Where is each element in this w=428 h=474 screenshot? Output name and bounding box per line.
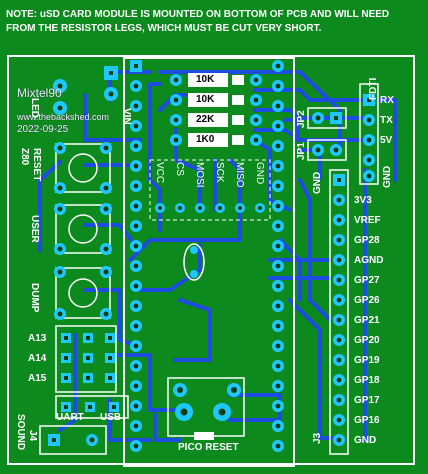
resistor-body bbox=[188, 133, 228, 147]
user-button[interactable] bbox=[54, 203, 112, 255]
j3-pin-label: GP18 bbox=[354, 375, 380, 386]
label-jp2: JP2 bbox=[296, 110, 307, 128]
oval-component bbox=[183, 243, 205, 281]
dump-button[interactable] bbox=[54, 266, 112, 320]
j3-pads bbox=[333, 174, 345, 446]
label-sound: SOUND bbox=[15, 414, 26, 451]
label-ftdi: FDTI bbox=[368, 77, 379, 100]
label-reset: RESET bbox=[31, 148, 42, 182]
j3-outline bbox=[329, 169, 349, 455]
board-outline bbox=[7, 55, 415, 465]
resistor-body-end bbox=[232, 115, 244, 125]
label-pico-reset: PICO RESET bbox=[178, 442, 239, 453]
z80-reset-button[interactable] bbox=[54, 142, 112, 194]
sd-pin-label: MOSI bbox=[194, 162, 205, 188]
pico-left-pins bbox=[130, 60, 142, 452]
j3-pin-label: AGND bbox=[354, 255, 384, 266]
ftdi-pin-label: RX bbox=[380, 95, 394, 106]
address-jumper-outline bbox=[55, 325, 117, 393]
resistor-body bbox=[188, 93, 228, 107]
resistor-body-end bbox=[232, 95, 244, 105]
pico-outline bbox=[123, 57, 295, 467]
uart-usb-pads bbox=[61, 402, 119, 412]
label-j3-gnd-top: GND bbox=[312, 171, 323, 194]
j3-pin-label: GP26 bbox=[354, 295, 380, 306]
pico-right-pins bbox=[272, 60, 284, 452]
sd-pads bbox=[155, 203, 265, 213]
resistor-value: 22K bbox=[196, 114, 215, 125]
j3-pin-label: GP20 bbox=[354, 335, 380, 346]
ftdi-pin-label: TX bbox=[380, 115, 393, 126]
pcb-note-line1: NOTE: uSD CARD MODULE IS MOUNTED ON BOTT… bbox=[6, 9, 390, 20]
resistor-body bbox=[188, 113, 228, 127]
sd-pin-label: SCK bbox=[214, 162, 225, 183]
resistor-body bbox=[188, 73, 228, 87]
ftdi-pin-label: GND bbox=[382, 165, 393, 188]
resistor-body-end bbox=[232, 75, 244, 85]
j3-pin-label: VREF bbox=[354, 215, 381, 226]
label-z80: Z80 bbox=[19, 148, 30, 166]
pcb-note-line2: FROM THE RESISTOR LEGS, WHICH MUST BE CU… bbox=[6, 23, 322, 34]
label-j3: J3 bbox=[312, 432, 323, 444]
label-usb: USB bbox=[100, 412, 122, 423]
address-jumper-pads bbox=[61, 333, 115, 383]
j3-pin-label: GP28 bbox=[354, 235, 380, 246]
watermark-site: www.thebackshed.com bbox=[17, 112, 110, 122]
ftdi-pin-label: 5V bbox=[380, 135, 393, 146]
usd-outline bbox=[149, 159, 271, 221]
j3-pin-label: GP17 bbox=[354, 395, 380, 406]
j3-pin-label: 3V3 bbox=[354, 195, 372, 206]
j3-pin-label: GND bbox=[354, 435, 377, 446]
watermark-name: Mixtel90 bbox=[17, 86, 62, 100]
sd-pin-label: VCC bbox=[154, 162, 165, 184]
pcb-note: NOTE: uSD CARD MODULE IS MOUNTED ON BOTT… bbox=[6, 8, 389, 36]
resistor-value: 10K bbox=[196, 94, 215, 105]
ftdi-outline bbox=[359, 83, 379, 185]
label-dump: DUMP bbox=[29, 283, 40, 313]
j3-pin-label: GP19 bbox=[354, 355, 380, 366]
resistor-group bbox=[170, 73, 262, 147]
label-a13: A13 bbox=[28, 333, 47, 344]
sd-pin-label: CS bbox=[174, 162, 185, 176]
resistor-body-end bbox=[232, 135, 244, 145]
resistor-value: 1K0 bbox=[196, 134, 215, 145]
jp2-outline bbox=[307, 107, 347, 129]
uart-usb-outline bbox=[55, 395, 129, 419]
label-led: LED bbox=[29, 98, 40, 118]
j3-pin-label: GP27 bbox=[354, 275, 380, 286]
sd-pin-label: MISO bbox=[234, 162, 245, 188]
label-jp1: JP1 bbox=[296, 142, 307, 160]
label-uart: UART bbox=[56, 412, 84, 423]
label-j4: J4 bbox=[27, 430, 38, 442]
sd-pin-label: GND bbox=[254, 162, 265, 185]
label-user: USER bbox=[29, 215, 40, 243]
usb-connector bbox=[194, 432, 214, 440]
jp1-outline bbox=[307, 139, 347, 161]
label-vin: VIN bbox=[121, 108, 132, 125]
ftdi-pads bbox=[363, 94, 375, 182]
j3-pin-label: GP21 bbox=[354, 315, 380, 326]
label-a14: A14 bbox=[28, 353, 47, 364]
watermark-date: 2022-09-25 bbox=[17, 124, 69, 135]
j4-outline bbox=[39, 425, 107, 455]
resistor-value: 10K bbox=[196, 74, 215, 85]
j3-pin-label: GP16 bbox=[354, 415, 380, 426]
label-a15: A15 bbox=[28, 373, 47, 384]
pico-reset-button[interactable] bbox=[173, 383, 241, 421]
